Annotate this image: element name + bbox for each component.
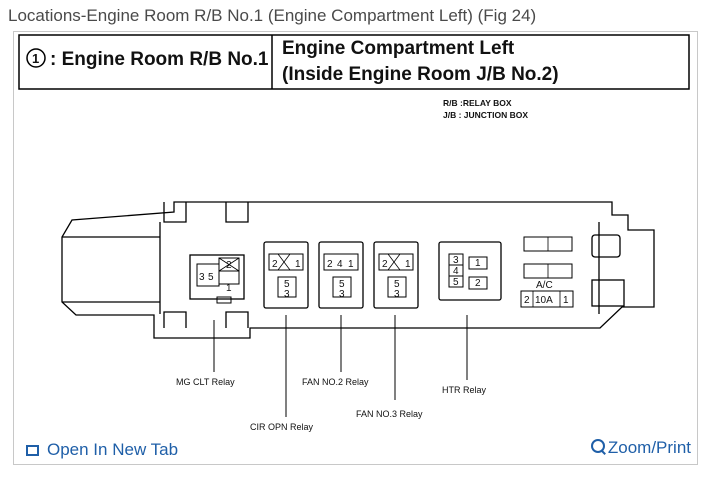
label-fan-no3-relay: FAN NO.3 Relay bbox=[356, 409, 423, 419]
fuse-ac-pin-1: 1 bbox=[563, 295, 569, 306]
relay-htr: 3 4 5 1 2 bbox=[438, 241, 502, 301]
label-fan-no2-relay: FAN NO.2 Relay bbox=[302, 377, 369, 387]
label-mg-clt-relay: MG CLT Relay bbox=[176, 377, 235, 387]
relay-mg-clt: 3 5 2 1 bbox=[189, 254, 245, 304]
pin-fan3-3: 3 bbox=[394, 289, 400, 300]
pin-fan2-5: 5 bbox=[339, 279, 345, 290]
pin-cir-opn-5: 5 bbox=[284, 279, 290, 290]
pin-fan2-4: 4 bbox=[337, 259, 343, 270]
open-in-new-tab-link[interactable]: Open In New Tab bbox=[26, 440, 178, 460]
leader-lines bbox=[213, 315, 468, 417]
relay-box-diagram: 1 : Engine Room R/B No.1 Engine Compartm… bbox=[18, 34, 690, 432]
header-location-line1: Engine Compartment Left bbox=[282, 38, 515, 59]
header-location-line2: (Inside Engine Room J/B No.2) bbox=[282, 64, 559, 85]
fuse-block: A/C 2 10A 1 bbox=[520, 236, 574, 308]
pin-mg-clt-5: 5 bbox=[208, 272, 214, 283]
marker-number: 1 bbox=[32, 51, 39, 66]
pin-htr-1: 1 bbox=[475, 258, 481, 269]
relay-box-outline bbox=[61, 201, 655, 339]
relay-fan-no3: 2 1 5 3 bbox=[373, 241, 419, 309]
diagram-figure: 1 : Engine Room R/B No.1 Engine Compartm… bbox=[13, 31, 698, 465]
pin-fan3-1: 1 bbox=[405, 259, 411, 270]
pin-htr-5: 5 bbox=[453, 277, 459, 288]
pin-htr-4: 4 bbox=[453, 266, 459, 277]
pin-htr-3: 3 bbox=[453, 255, 459, 266]
pin-htr-2: 2 bbox=[475, 278, 481, 289]
fuse-ac-rating: 10A bbox=[535, 295, 553, 306]
pin-fan2-2: 2 bbox=[327, 259, 333, 270]
pin-mg-clt-1: 1 bbox=[226, 283, 232, 294]
marker-circle bbox=[26, 48, 46, 68]
label-cir-opn-relay: CIR OPN Relay bbox=[250, 422, 314, 432]
open-new-tab-icon bbox=[26, 445, 39, 456]
magnifier-icon bbox=[590, 438, 606, 456]
pin-cir-opn-2: 2 bbox=[272, 259, 278, 270]
relay-fan-no2: 2 4 1 5 3 bbox=[318, 241, 364, 309]
fuse-ac-label: A/C bbox=[536, 280, 553, 291]
open-in-new-tab-label: Open In New Tab bbox=[47, 440, 179, 459]
abbrev-junction-box: J/B : JUNCTION BOX bbox=[443, 110, 528, 120]
relay-cir-opn: 2 1 5 3 bbox=[263, 241, 309, 309]
zoom-print-link[interactable]: Zoom/Print bbox=[590, 438, 691, 458]
zoom-print-label: Zoom/Print bbox=[607, 438, 691, 457]
label-htr-relay: HTR Relay bbox=[442, 385, 487, 395]
abbrev-relay-box: R/B :RELAY BOX bbox=[443, 98, 512, 108]
figure-footer: Open In New Tab Zoom/Print bbox=[14, 436, 697, 464]
pin-fan3-2: 2 bbox=[382, 259, 388, 270]
pin-mg-clt-2: 2 bbox=[226, 260, 232, 271]
page-title: Locations-Engine Room R/B No.1 (Engine C… bbox=[8, 6, 537, 25]
pin-fan2-1: 1 bbox=[348, 259, 354, 270]
pin-cir-opn-3: 3 bbox=[284, 289, 290, 300]
pin-mg-clt-3: 3 bbox=[199, 272, 205, 283]
pin-cir-opn-1: 1 bbox=[295, 259, 301, 270]
pin-fan2-3: 3 bbox=[339, 289, 345, 300]
pin-fan3-5: 5 bbox=[394, 279, 400, 290]
fuse-ac-pin-2: 2 bbox=[524, 295, 530, 306]
header-box bbox=[18, 34, 690, 90]
header-relay-box-label: : Engine Room R/B No.1 bbox=[50, 49, 269, 70]
